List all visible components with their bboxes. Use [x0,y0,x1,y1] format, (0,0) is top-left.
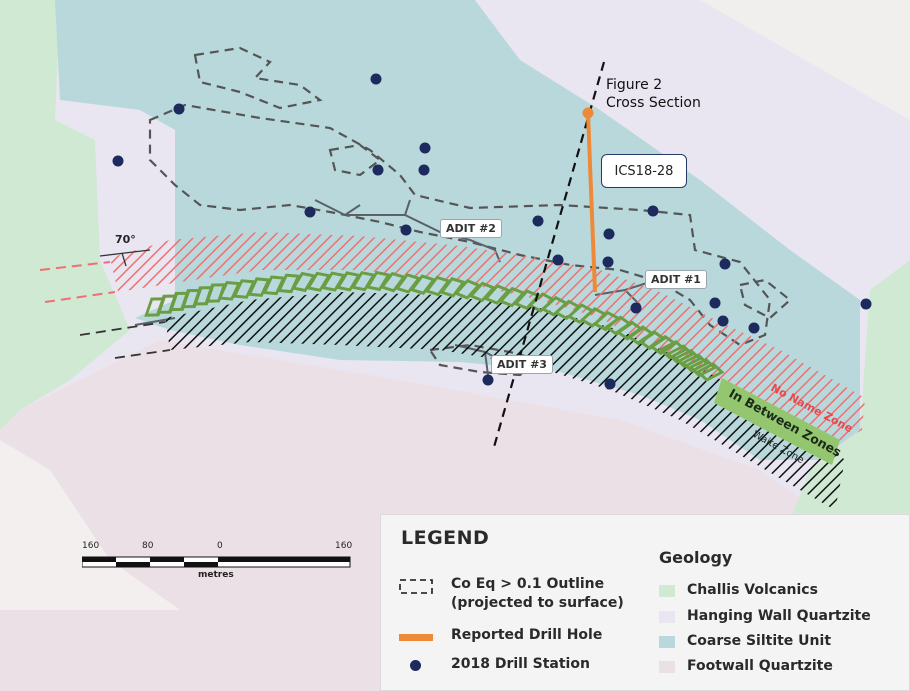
drill-stations [112,73,872,390]
adit-2-label: ADIT #2 [440,219,502,238]
challis-volcanics-swatch [659,585,675,597]
lower-left-area [0,440,180,610]
drill-station-20 [482,374,494,386]
in-between-zone-block [365,270,391,292]
drill-station-6 [418,164,430,176]
drill-station-12 [552,254,564,266]
drill-station-14 [719,258,731,270]
in-between-zone-blocks [144,270,725,382]
drill-station-13 [602,256,614,268]
drill-station-1 [370,73,382,85]
scale-bar-graphic [82,556,351,568]
drill-hole-swatch [399,634,433,641]
hanging-wall-quartzite-label: Hanging Wall Quartzite [687,608,871,624]
adit-1-label: ADIT #1 [645,270,707,289]
drill-station-2 [173,103,185,115]
legend-panel: LEGEND Co Eq > 0.1 Outline (projected to… [380,514,910,691]
challis-volcanics-right [790,260,910,520]
drill-station-9 [532,215,544,227]
drill-station-7 [304,206,316,218]
drill-hole-label: ICS18-28 [614,163,674,179]
in-between-zone-block [658,339,688,360]
in-between-zone-block [468,281,497,303]
scale-tick-0: 160 [82,541,100,551]
in-between-zone-block [247,277,271,297]
drill-station-5 [372,164,384,176]
coarse-siltite-label: Coarse Siltite Unit [687,633,832,649]
drill-station-16 [630,302,642,314]
reported-drill-hole [586,112,597,293]
scale-tick-1: 80 [142,541,154,551]
drill-station-18 [748,322,760,334]
in-between-zone-block [232,279,256,299]
in-between-zone-block [453,278,482,300]
footwall-quartzite-label: Footwall Quartzite [687,658,833,674]
in-between-zone-block [648,334,678,356]
no-name-zone-extension [39,261,116,303]
in-between-zone-block [217,280,242,301]
in-between-zone-block [695,362,725,382]
adit-3-label: ADIT #3 [491,355,553,374]
in-between-zone-block [483,284,511,305]
challis-volcanics-left [0,0,130,430]
drill-station-legend-label: 2018 Drill Station [451,656,590,672]
legend-title: LEGEND [401,527,490,549]
dip-symbol [99,249,151,267]
drill-station-21 [604,378,616,390]
drill-station-3 [112,155,124,167]
dip-label: 70° [115,233,136,246]
in-between-zone-block [680,353,710,373]
in-between-zone-block [673,348,703,369]
footwall-quartzite-swatch [659,661,675,673]
cross-section-line [492,61,606,448]
in-between-zone-block [688,357,718,378]
waite-zone-extension [79,321,171,359]
drill-station-8 [400,224,412,236]
drill-station-11 [603,228,615,240]
drill-station-10 [647,205,659,217]
drill-hole-collar [582,107,594,119]
scale-tick-3: 160 [335,541,353,551]
drill-station-19 [860,298,872,310]
drill-hole-legend-label: Reported Drill Hole [451,627,603,643]
in-between-zone-block [498,286,526,308]
scale-tick-2: 0 [217,541,223,551]
hanging-wall-quartzite-swatch [659,611,675,623]
waite-zone-band [165,292,845,510]
outline-label: Co Eq > 0.1 Outline (projected to surfac… [451,576,624,611]
in-between-zone-pad [714,378,840,465]
scale-unit: metres [198,570,234,580]
upper-right-area [700,0,910,120]
drill-station-17 [717,315,729,327]
drill-hole-label-box: ICS18-28 [601,154,687,188]
no-name-zone-band [110,232,865,445]
geology-heading: Geology [659,548,733,567]
challis-volcanics-label: Challis Volcanics [687,582,818,598]
figure-2-label: Figure 2 Cross Section [606,77,701,111]
in-between-zone-block [665,344,695,364]
drill-station-swatch [410,660,421,671]
drill-station-4 [419,142,431,154]
drill-station-15 [709,297,721,309]
outline-swatch [399,579,433,594]
scale-bar: 160 80 0 160 metres [82,541,352,581]
coarse-siltite-swatch [659,636,675,648]
